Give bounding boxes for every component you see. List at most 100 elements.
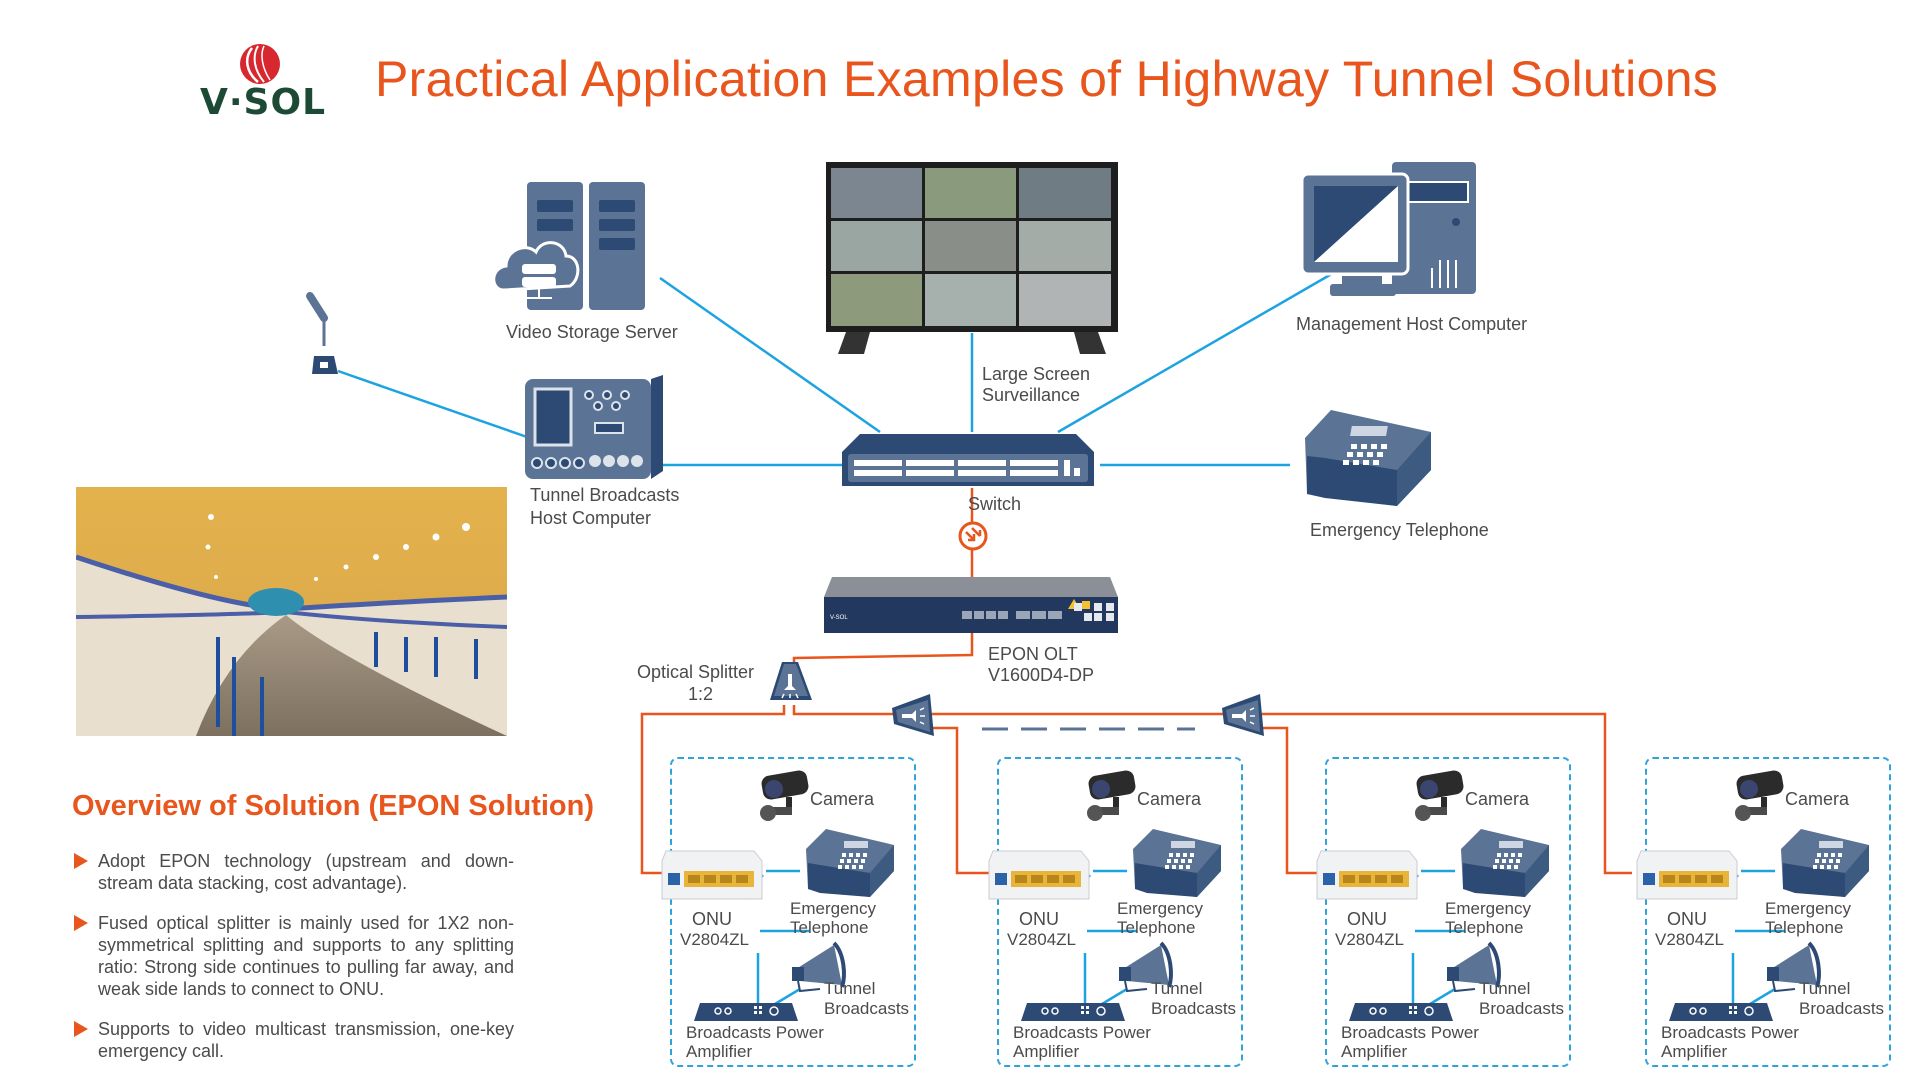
logo	[200, 42, 335, 120]
broadcast-power-amplifier[interactable]	[694, 999, 798, 1023]
video-storage-server[interactable]	[490, 180, 660, 312]
broadcast-power-amplifier[interactable]	[1349, 999, 1453, 1023]
onu[interactable]	[1633, 849, 1741, 903]
highway-tunnel-photo	[76, 487, 507, 736]
emergency-telephone[interactable]	[1451, 827, 1551, 899]
management-host-computer[interactable]	[1300, 160, 1478, 298]
tunnel-broadcasts-speaker[interactable]	[790, 939, 850, 995]
amp-label-2: Amplifier	[1341, 1042, 1408, 1061]
tunnel-broadcasts-speaker[interactable]	[1445, 939, 1505, 995]
page-title: Practical Application Examples of Highwa…	[375, 51, 1719, 107]
media-converter	[957, 520, 989, 552]
onu[interactable]	[1313, 849, 1421, 903]
camera-label: Camera	[1137, 789, 1202, 809]
broadcast-power-amplifier[interactable]	[1021, 999, 1125, 1023]
phone-label-1: Emergency	[790, 899, 876, 918]
inline-splitter-2[interactable]	[1220, 694, 1266, 740]
broadcast-power-amplifier[interactable]	[1669, 999, 1773, 1023]
speaker-label-2: Broadcasts	[1799, 999, 1885, 1018]
phone-label-1: Emergency	[1765, 899, 1851, 918]
telephone-icon	[1305, 410, 1431, 506]
onu-icon	[1636, 850, 1738, 900]
camera[interactable]	[1735, 767, 1785, 827]
olt-icon: V-SOL	[824, 577, 1118, 633]
amp-label-1: Broadcasts Power	[686, 1023, 824, 1042]
fiber-drop-onu2	[930, 726, 990, 875]
link-mic-broadcast	[337, 369, 528, 439]
splitter-icon	[770, 662, 812, 700]
overview-bullet: Supports to video multicast transmission…	[74, 1018, 514, 1062]
onu-label-1: ONU	[1667, 909, 1707, 929]
amplifier-icon	[694, 1003, 798, 1021]
camera-icon	[1735, 770, 1784, 821]
emergency-telephone[interactable]	[1771, 827, 1871, 899]
olt-label-1: EPON OLT	[988, 644, 1078, 664]
olt-label-2: V1600D4-DP	[988, 665, 1095, 685]
management-host-label: Management Host Computer	[1296, 314, 1528, 334]
onu-group-4: Camera Emergency Telephone ONU V2804ZL	[1636, 757, 1891, 1067]
onu-label-2: V2804ZL	[1655, 930, 1724, 949]
camera-label: Camera	[810, 789, 875, 809]
broadcast-host-label-2: Host Computer	[530, 508, 652, 528]
inline-splitter-1[interactable]	[890, 694, 936, 740]
phone-label-2: Telephone	[1445, 918, 1524, 937]
onu-icon	[988, 850, 1090, 900]
onu-group-1: Camera Emergency Telephone ONU V2804ZL	[661, 757, 916, 1067]
onu-label-1: ONU	[692, 909, 732, 929]
telephone-icon	[1781, 829, 1869, 897]
phone-label-2: Telephone	[1117, 918, 1196, 937]
amp-label-2: Amplifier	[1013, 1042, 1080, 1061]
onu-label-1: ONU	[1019, 909, 1059, 929]
loudspeaker-icon	[1119, 941, 1173, 993]
speaker-label-1: Tunnel	[1151, 979, 1203, 998]
optical-splitter-label-1: Optical Splitter	[637, 662, 755, 682]
large-screen-label-2: Surveillance	[982, 385, 1081, 405]
amp-label-1: Broadcasts Power	[1661, 1023, 1799, 1042]
large-screen-monitor[interactable]	[826, 162, 1118, 357]
speaker-label-1: Tunnel	[1799, 979, 1851, 998]
optical-splitter-label-2: 1:2	[688, 684, 714, 704]
switch[interactable]	[838, 432, 1098, 490]
loudspeaker-icon	[1767, 941, 1821, 993]
onu[interactable]	[985, 849, 1093, 903]
emergency-telephone-main[interactable]	[1285, 408, 1435, 508]
server-cloud-icon	[492, 182, 645, 310]
broadcast-console-icon	[525, 375, 663, 479]
tunnel-broadcasts-speaker[interactable]	[1117, 939, 1177, 995]
splitter-icon	[892, 694, 934, 736]
camera[interactable]	[1087, 767, 1137, 827]
camera[interactable]	[1415, 767, 1465, 827]
speaker-label-2: Broadcasts	[1479, 999, 1565, 1018]
epon-olt[interactable]: V-SOL	[822, 575, 1120, 635]
tunnel-broadcasts-speaker[interactable]	[1765, 939, 1825, 995]
amp-label-1: Broadcasts Power	[1341, 1023, 1479, 1042]
media-converter-icon	[958, 521, 988, 551]
amp-label-2: Amplifier	[686, 1042, 753, 1061]
amplifier-icon	[1021, 1003, 1125, 1021]
camera-icon	[760, 770, 809, 821]
phone-label-2: Telephone	[790, 918, 869, 937]
onu-group-2: Camera Emergency Telephone ONU V2804ZL	[988, 757, 1243, 1067]
onu[interactable]	[658, 849, 766, 903]
emergency-telephone[interactable]	[796, 827, 896, 899]
camera-label: Camera	[1785, 789, 1850, 809]
camera-icon	[1415, 770, 1464, 821]
link-server-switch	[659, 276, 881, 434]
switch-icon	[842, 434, 1094, 486]
overview-title: Overview of Solution (EPON Solution)	[72, 790, 595, 822]
svg-text:V-SOL: V-SOL	[830, 615, 848, 621]
link-mgmt-switch	[1057, 270, 1336, 434]
speaker-label-2: Broadcasts	[824, 999, 910, 1018]
switch-label: Switch	[968, 494, 1022, 514]
emergency-telephone[interactable]	[1123, 827, 1223, 899]
tunnel-broadcasts-host[interactable]	[523, 375, 665, 481]
fiber-olt-splitter	[792, 630, 974, 664]
camera[interactable]	[760, 767, 810, 827]
microphone-icon	[306, 292, 338, 374]
optical-splitter[interactable]	[768, 660, 814, 706]
broadcast-host-label-1: Tunnel Broadcasts	[530, 485, 680, 505]
fiber-trunk	[792, 705, 1632, 875]
phone-label-2: Telephone	[1765, 918, 1844, 937]
microphone[interactable]	[300, 290, 345, 376]
